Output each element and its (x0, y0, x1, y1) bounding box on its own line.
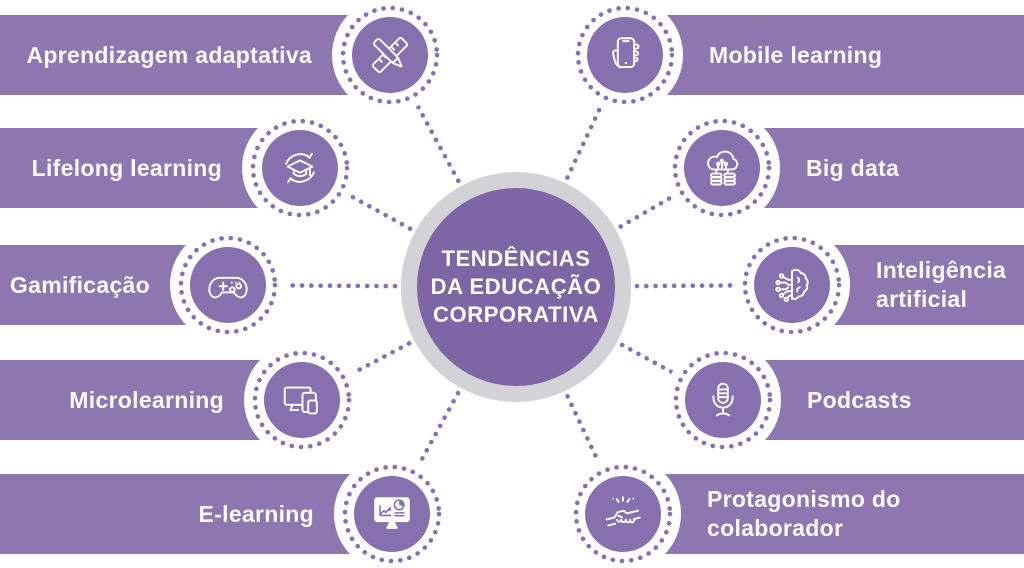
dotted-ring (342, 464, 442, 564)
connector-bigdata (513, 165, 725, 290)
dotted-ring (573, 464, 673, 564)
label-elearning: E-learning (198, 500, 314, 527)
dotted-ring (673, 350, 773, 450)
label-gamificacao: Gamificação (9, 271, 150, 298)
badge-inteligencia-artificial (754, 247, 830, 323)
connector-microlearning (299, 284, 519, 403)
multi-device-icon (283, 386, 318, 415)
monitor-charts-icon (374, 497, 410, 529)
label-microlearning: Microlearning (69, 386, 224, 413)
dotted-ring (575, 5, 675, 105)
band-inteligencia-artificial: Inteligência artificial (834, 245, 1024, 325)
label-mobile-learning: Mobile learning (709, 41, 883, 68)
connector-aprendizagem (387, 52, 519, 290)
pencil-ruler-icon (371, 36, 409, 74)
dotted-ring (340, 5, 440, 105)
badge-gamificacao (190, 247, 266, 323)
hub-title-line-2: DA EDUCAÇÃO (430, 274, 602, 299)
game-controller-icon (208, 276, 248, 299)
badge-mobile-learning (587, 17, 663, 93)
band-protagonismo-colaborador: Protagonismo do colaborador (665, 474, 1024, 554)
handshake-icon (605, 496, 641, 527)
dotted-ring (742, 235, 842, 335)
label-aprendizagem-adaptativa: Aprendizagem adaptativa (26, 41, 312, 68)
band-aprendizagem-adaptativa: Aprendizagem adaptativa (0, 15, 348, 95)
hub-title-line-1: TENDÊNCIAS (441, 246, 591, 271)
band-gamificacao: Gamificação (0, 245, 186, 325)
dotted-ring (250, 118, 350, 218)
dotted-ring (178, 235, 278, 335)
dotted-ring (252, 350, 352, 450)
badge-protagonismo-colaborador (585, 476, 661, 552)
badge-microlearning (264, 362, 340, 438)
band-mobile-learning: Mobile learning (667, 15, 1024, 95)
band-elearning: E-learning (0, 474, 350, 554)
cloud-database-icon (707, 150, 739, 186)
dotted-ring (672, 118, 772, 218)
badge-big-data (684, 130, 760, 206)
band-lifelong-learning: Lifelong learning (0, 128, 258, 208)
central-hub: TENDÊNCIAS DA EDUCAÇÃO CORPORATIVA (401, 172, 631, 402)
badge-podcasts (685, 362, 761, 438)
label-podcasts: Podcasts (807, 386, 912, 413)
graduation-cap-cycle-icon (285, 152, 315, 184)
brain-circuit-icon (775, 268, 809, 303)
badge-aprendizagem-adaptativa (352, 17, 428, 93)
label-protagonismo-colaborador: Protagonismo do colaborador (707, 486, 901, 541)
label-inteligencia-artificial: Inteligência artificial (876, 257, 1007, 312)
hub-title-line-3: CORPORATIVA (433, 302, 599, 327)
label-big-data: Big data (806, 154, 900, 181)
hand-phone-icon (612, 37, 640, 69)
band-microlearning: Microlearning (0, 360, 260, 440)
label-lifelong-learning: Lifelong learning (31, 154, 222, 181)
badge-lifelong-learning (262, 130, 338, 206)
band-podcasts: Podcasts (765, 360, 1024, 440)
badge-elearning (354, 476, 430, 552)
microphone-icon (712, 382, 734, 417)
band-big-data: Big data (764, 128, 1024, 208)
